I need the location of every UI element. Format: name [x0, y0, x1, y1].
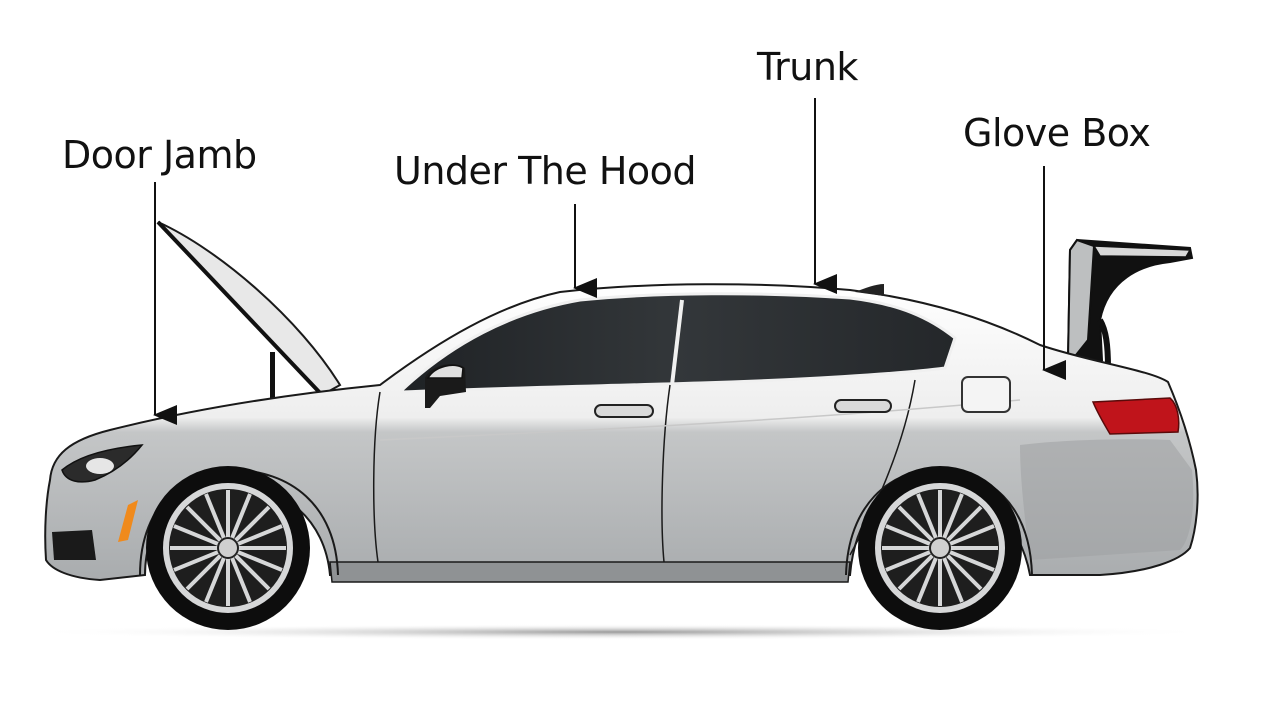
open-trunk-lid: [1066, 238, 1194, 369]
label-under-the-hood: Under The Hood: [394, 149, 697, 193]
shark-fin-antenna: [855, 284, 884, 296]
label-door-jamb: Door Jamb: [62, 133, 257, 177]
rear-wheel: [858, 466, 1022, 630]
fuel-door: [961, 376, 1011, 413]
front-door-handle: [594, 404, 654, 418]
ground-shadow: [20, 624, 1220, 640]
open-hood: [156, 220, 342, 404]
side-mirror: [425, 364, 466, 408]
label-glove-box: Glove Box: [963, 111, 1151, 155]
side-windows: [400, 292, 957, 394]
rear-bumper: [1020, 439, 1194, 560]
headlight: [61, 444, 144, 483]
front-fog-vent: [52, 530, 96, 560]
rear-door-handle: [834, 399, 892, 413]
tail-light: [1091, 397, 1180, 435]
label-trunk: Trunk: [757, 45, 858, 89]
front-wheel: [146, 466, 310, 630]
side-marker-light: [118, 500, 138, 542]
